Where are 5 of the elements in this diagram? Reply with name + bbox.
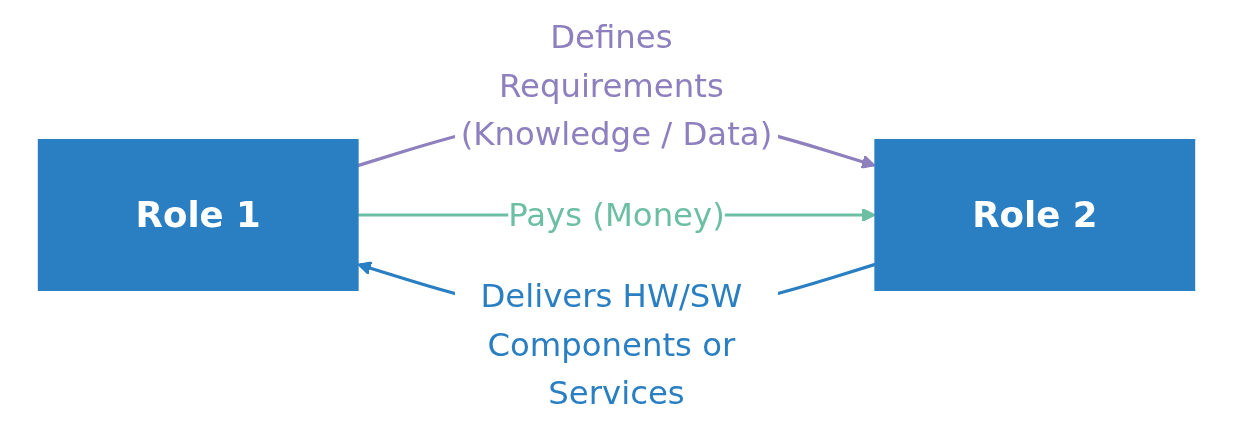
edge-label: Pays (Money) bbox=[508, 195, 725, 235]
edge-label: Defines Requirements (Knowledge / Data) bbox=[460, 17, 773, 154]
edge-label: Delivers HW/SW Components or Services bbox=[480, 276, 743, 413]
node-box: Role 1 bbox=[37, 139, 359, 291]
node-box: Role 2 bbox=[874, 139, 1196, 291]
